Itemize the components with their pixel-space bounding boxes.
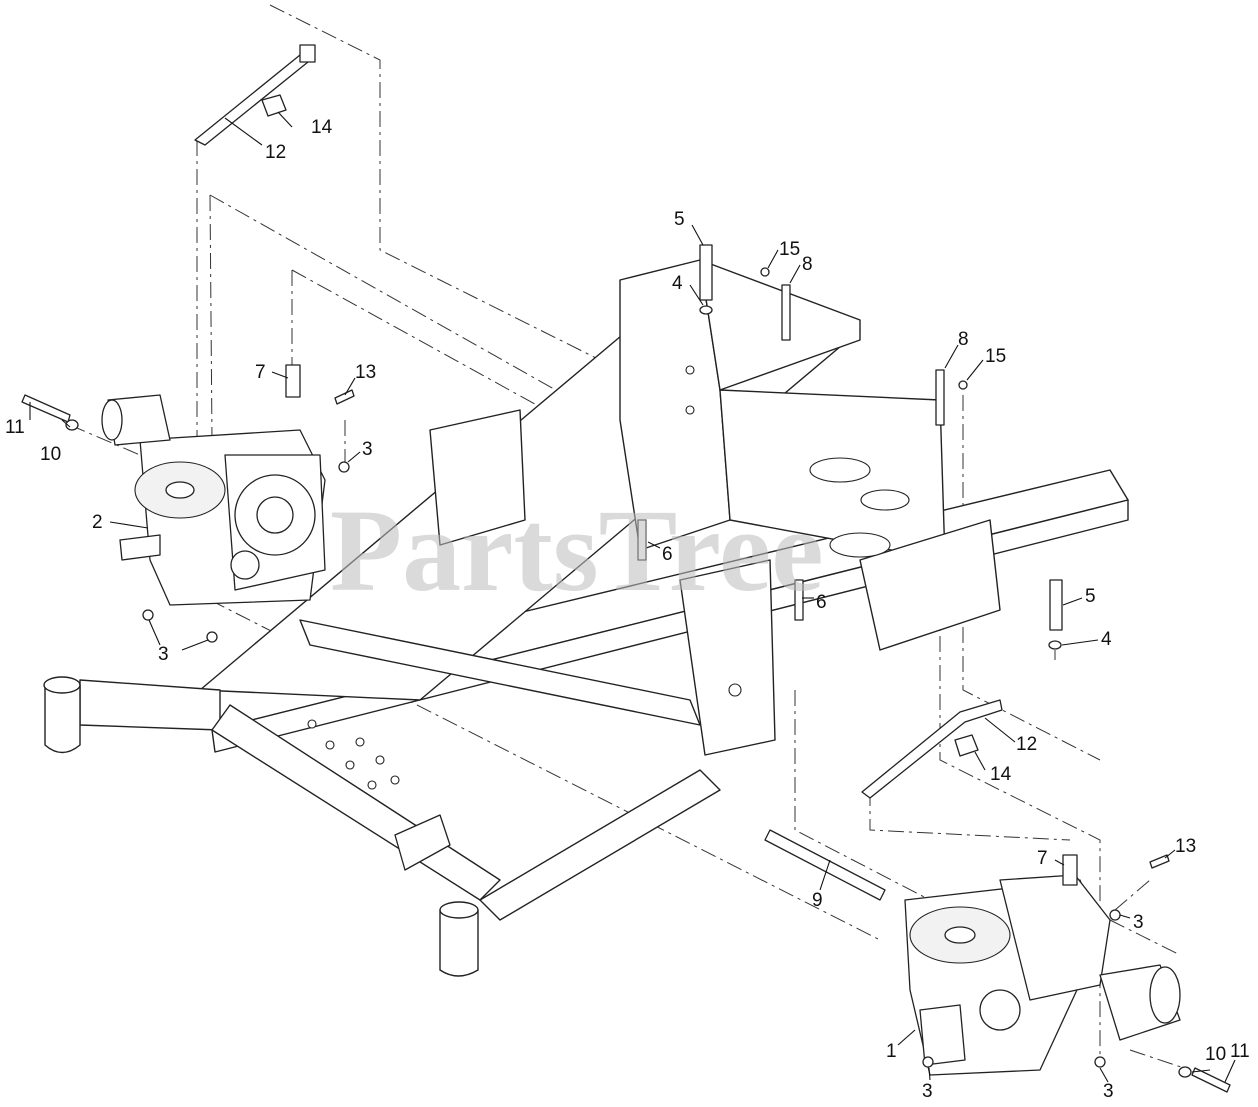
callout-14: 14 [311, 117, 333, 138]
callout-10: 10 [1205, 1044, 1226, 1065]
callout-8: 8 [802, 254, 813, 275]
callout-3: 3 [158, 644, 169, 665]
callout-12: 12 [265, 142, 286, 163]
callout-5: 5 [674, 209, 685, 230]
callout-labels: 14 12 5 4 15 8 8 15 7 13 11 10 3 2 3 6 6… [5, 117, 1250, 1102]
right-cooling-fan [909, 906, 1011, 964]
callout-3: 3 [362, 439, 373, 460]
callout-3: 3 [922, 1081, 933, 1102]
callout-9: 9 [812, 890, 823, 911]
callout-3: 3 [1133, 912, 1144, 933]
callout-7: 7 [255, 362, 266, 383]
callout-4: 4 [672, 273, 683, 294]
left-cooling-fan [134, 461, 226, 519]
callout-13: 13 [1175, 836, 1196, 857]
callout-5: 5 [1085, 586, 1096, 607]
callout-12: 12 [1016, 734, 1037, 755]
callout-15: 15 [779, 239, 800, 260]
callout-3: 3 [1103, 1081, 1114, 1102]
callout-1: 1 [886, 1041, 897, 1062]
callout-10: 10 [40, 444, 61, 465]
watermark-text: PartsTree [330, 485, 824, 616]
callout-7: 7 [1037, 848, 1048, 869]
callout-13: 13 [355, 362, 376, 383]
callout-15: 15 [985, 346, 1006, 367]
callout-6: 6 [662, 544, 673, 565]
callout-leader-lines [29, 111, 1236, 1083]
hardware-parts [21, 44, 1231, 1093]
callout-2: 2 [92, 512, 103, 533]
mower-frame [43, 259, 1129, 977]
callout-6: 6 [816, 592, 827, 613]
callout-8: 8 [958, 329, 969, 350]
callout-4: 4 [1101, 629, 1112, 650]
right-transmission [904, 874, 1181, 1076]
left-transmission [101, 394, 326, 606]
callout-14: 14 [990, 764, 1012, 785]
callout-11: 11 [1230, 1041, 1250, 1062]
callout-11: 11 [5, 417, 25, 438]
